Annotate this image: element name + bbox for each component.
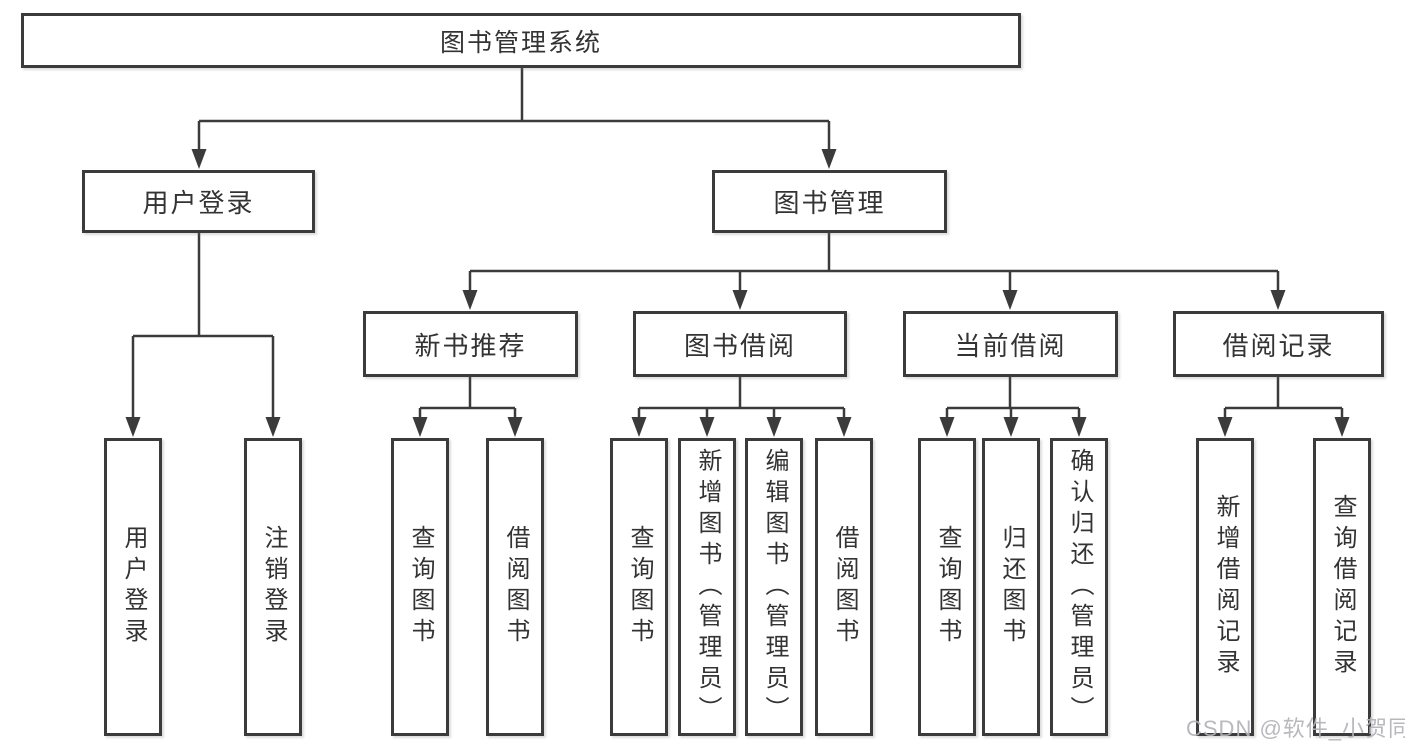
node-borrowing-records: 借阅记录: [1173, 311, 1384, 377]
node-label: 注销登录: [260, 525, 287, 649]
node-label: 确认归还（管理员）: [1066, 447, 1093, 727]
arrow-icon: [631, 417, 647, 437]
node-label: 新增图书（管理员）: [694, 447, 721, 727]
leaf-query-books-borrowing: 查询图书: [610, 438, 668, 736]
node-label: 用户登录: [120, 525, 147, 649]
arrow-icon: [191, 149, 207, 169]
arrow-icon: [1217, 417, 1233, 437]
arrow-icon: [412, 417, 428, 437]
arrow-icon: [1071, 417, 1087, 437]
arrowheads: [125, 149, 1350, 437]
leaf-add-borrow-record: 新增借阅记录: [1196, 438, 1254, 736]
leaf-query-borrow-record: 查询借阅记录: [1313, 438, 1371, 736]
node-book-borrowing: 图书借阅: [633, 311, 847, 377]
connector-book-borrowing-fork: [637, 377, 846, 419]
node-label: 查询图书: [934, 525, 961, 649]
arrow-icon: [507, 417, 523, 437]
node-user-login: 用户登录: [82, 170, 315, 233]
leaf-edit-books-admin: 编辑图书（管理员）: [745, 438, 803, 736]
node-label: 用户登录: [142, 188, 255, 218]
arrow-icon: [699, 417, 715, 437]
arrow-icon: [821, 149, 837, 169]
leaf-query-books-current: 查询图书: [918, 438, 976, 736]
node-label: 新增借阅记录: [1212, 494, 1239, 680]
node-label: 借阅图书: [831, 525, 858, 649]
arrow-icon: [939, 417, 955, 437]
arrow-icon: [732, 290, 748, 310]
arrow-icon: [836, 417, 852, 437]
node-book-management: 图书管理: [712, 170, 947, 233]
node-label: 查询图书: [626, 525, 653, 649]
connector-root-to-level1: [197, 68, 831, 151]
connector-new-book-fork: [418, 377, 517, 419]
node-label: 新书推荐: [414, 330, 527, 361]
arrow-icon: [462, 290, 478, 310]
arrow-icon: [125, 417, 141, 437]
watermark: CSDN @软件_小贺同学: [1186, 716, 1405, 741]
connector-user-login-fork: [131, 233, 275, 419]
arrow-icon: [1002, 290, 1018, 310]
leaf-logout: 注销登录: [244, 438, 302, 736]
leaf-add-books-admin: 新增图书（管理员）: [678, 438, 736, 736]
arrow-icon: [766, 417, 782, 437]
node-label: 编辑图书（管理员）: [761, 447, 788, 727]
node-label: 当前借阅: [954, 330, 1067, 361]
node-label: 查询图书: [407, 525, 434, 649]
connector-current-borrowing-fork: [945, 377, 1081, 419]
node-label: 图书管理: [773, 188, 886, 218]
node-book-management-system: 图书管理系统: [21, 13, 1021, 68]
connector-borrowing-records-fork: [1223, 377, 1344, 419]
leaf-confirm-return-admin: 确认归还（管理员）: [1050, 438, 1108, 736]
node-label: 查询借阅记录: [1329, 494, 1356, 680]
node-current-borrowing: 当前借阅: [903, 311, 1118, 377]
leaf-borrow-books-recommend: 借阅图书: [486, 438, 544, 736]
node-new-book-recommendation: 新书推荐: [363, 311, 578, 377]
connector-book-management-fork: [468, 233, 1280, 292]
leaf-borrow-books-borrowing: 借阅图书: [815, 438, 873, 736]
arrow-icon: [1334, 417, 1350, 437]
leaf-query-books-recommend: 查询图书: [391, 438, 449, 736]
leaf-user-login: 用户登录: [104, 438, 162, 736]
arrow-icon: [1003, 417, 1019, 437]
node-label: 图书借阅: [683, 330, 796, 361]
node-label: 图书管理系统: [439, 28, 602, 57]
node-label: 借阅记录: [1222, 330, 1335, 361]
arrow-icon: [265, 417, 281, 437]
node-label: 借阅图书: [502, 525, 529, 649]
node-label: 归还图书: [998, 525, 1025, 649]
leaf-return-books: 归还图书: [982, 438, 1040, 736]
arrow-icon: [1270, 290, 1286, 310]
